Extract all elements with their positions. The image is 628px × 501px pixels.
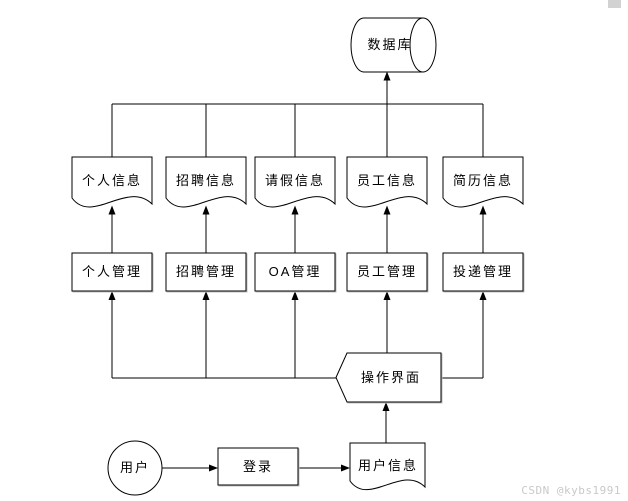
- document-label: 招聘信息: [176, 173, 236, 188]
- arrowhead-to-userinfo: [341, 464, 350, 472]
- module-box: [442, 252, 524, 292]
- module-oa-mgmt: OA管理: [254, 252, 337, 293]
- userinfo-shape: [349, 442, 426, 491]
- interface-node: 操作界面: [335, 352, 443, 404]
- module-label: 招聘管理: [176, 264, 236, 279]
- arrowheads: [108, 71, 487, 472]
- document-shape: [165, 156, 247, 208]
- arrowhead-to-personal-info: [108, 205, 116, 215]
- module-box: [254, 252, 336, 292]
- user-node: 用户: [107, 440, 163, 496]
- arrowhead-to-login: [209, 464, 218, 472]
- database-node: 数据库: [350, 17, 437, 73]
- login-node: 登录: [217, 447, 300, 487]
- document-shape: [442, 156, 524, 208]
- document-resume-info: 简历信息: [442, 156, 524, 208]
- interface-label: 操作界面: [361, 370, 421, 385]
- arrowhead-to-delivery-mgmt: [479, 291, 487, 300]
- module-label: 员工管理: [357, 264, 417, 279]
- module-label: 个人管理: [82, 264, 142, 279]
- arrowhead-to-employee-info: [383, 205, 391, 215]
- module-personal-mgmt: 个人管理: [71, 252, 154, 293]
- login-label: 登录: [243, 459, 273, 474]
- document-employee-info: 员工信息: [346, 156, 428, 208]
- document-personal-info: 个人信息: [71, 156, 153, 208]
- interface-shape: [335, 352, 442, 403]
- arrowhead-to-employee-mgmt: [383, 291, 391, 300]
- module-box: [346, 252, 428, 292]
- connector-lines: [111, 80, 484, 469]
- arrowhead-to-recruit-mgmt: [202, 291, 210, 300]
- userinfo-node: 用户信息: [349, 442, 426, 491]
- userinfo-label: 用户信息: [358, 458, 418, 473]
- arrowhead-to-personal-mgmt: [108, 291, 116, 300]
- arrowhead-to-oa-mgmt: [291, 291, 299, 300]
- arrowhead-to-leave-info: [291, 205, 299, 215]
- page-corner-artifact: [608, 0, 621, 8]
- arrowhead-to-interface: [382, 402, 390, 411]
- login-box: [217, 447, 299, 486]
- document-shape: [346, 156, 428, 208]
- arrowhead-to-resume-info: [479, 205, 487, 215]
- document-recruit-info: 招聘信息: [165, 156, 247, 208]
- document-leave-info: 请假信息: [254, 156, 336, 208]
- document-shape: [71, 156, 153, 208]
- user-label: 用户: [120, 460, 150, 475]
- module-box: [71, 252, 153, 292]
- module-label: 投递管理: [453, 264, 513, 279]
- document-label: 个人信息: [82, 173, 142, 188]
- document-label: 员工信息: [357, 173, 417, 188]
- module-box: [165, 252, 247, 292]
- arrowhead-to-database: [383, 71, 391, 81]
- user-circle: [107, 440, 163, 496]
- database-label: 数据库: [367, 37, 412, 52]
- database-cylinder-body: [350, 17, 423, 73]
- module-employee-mgmt: 员工管理: [346, 252, 429, 293]
- module-delivery-mgmt: 投递管理: [442, 252, 525, 293]
- document-shape: [254, 156, 336, 208]
- database-cylinder-face: [409, 17, 437, 73]
- module-label: OA管理: [269, 264, 322, 279]
- document-nodes: 个人信息 招聘信息 请假信息 员工信息 简历信息: [71, 156, 524, 208]
- document-label: 简历信息: [453, 173, 513, 188]
- watermark-text: CSDN @kybs1991: [521, 484, 621, 497]
- arrowhead-to-recruit-info: [202, 205, 210, 215]
- document-label: 请假信息: [265, 173, 325, 188]
- module-nodes: 个人管理 招聘管理 OA管理 员工管理 投递管理: [71, 252, 525, 293]
- module-recruit-mgmt: 招聘管理: [165, 252, 248, 293]
